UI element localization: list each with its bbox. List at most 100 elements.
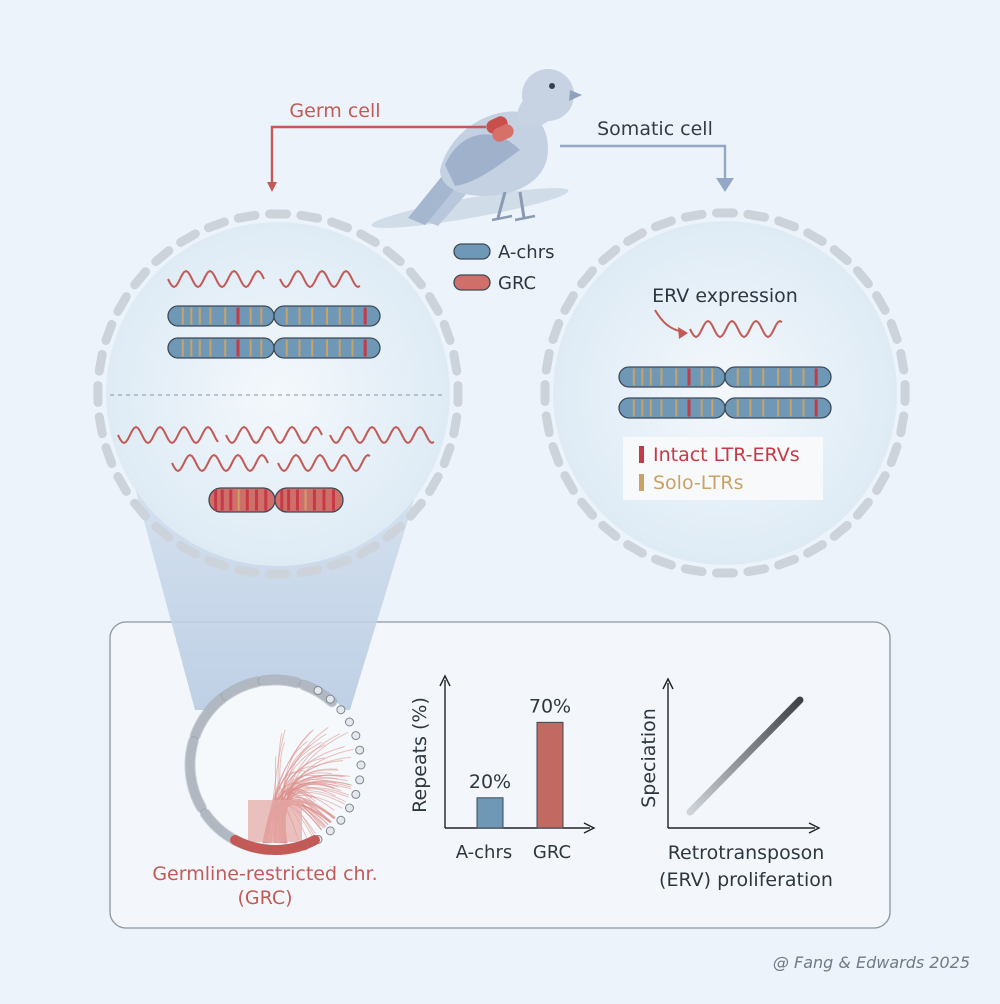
solo-ltr-band [749,400,751,417]
intact-ltr-erv-band [364,308,367,325]
solo-ltr-band [737,400,739,417]
legend-swatch-intact-ltr-ervs [639,446,644,463]
membrane-segment [712,569,738,578]
membrane-segment [449,412,462,439]
solo-ltr-band [762,400,764,417]
solo-ltr-band [311,308,313,325]
solo-ltr-band [286,308,288,325]
solo-ltr-band [641,400,643,417]
chromosome-arm [619,367,725,387]
legend-label-intact-ltr-ervs: Intact LTR-ERVs [653,444,800,466]
membrane-segment [94,381,103,407]
solo-ltr-band [260,308,262,325]
solo-ltr-band [675,400,677,417]
solo-ltr-band [711,369,713,386]
intact-ltr-erv-band [236,340,239,357]
intact-ltr-erv-band [815,369,818,386]
genome-chromosome-outline [263,680,297,683]
intact-ltr-erv-band [687,400,690,417]
somatic-cell-circle: ERV expressionIntact LTR-ERVsSolo-LTRs [541,209,910,578]
somatic-cell-arrow [560,146,725,183]
intact-ltr-erv-band [296,490,299,511]
intact-ltr-erv-band [214,490,217,511]
solo-ltr-band [641,369,643,386]
intact-ltr-erv-band [255,490,258,511]
trend-chart-x-label-line1: Retrotransposon [668,842,825,864]
intact-ltr-erv-band [313,490,316,511]
legend-label-solo-ltrs: Solo-LTRs [653,472,743,494]
solo-ltr-band [311,340,313,357]
microchromosome-dot [356,776,364,784]
grc-label-line2: (GRC) [237,887,292,909]
germ-cell-label: Germ cell [289,100,380,122]
solo-ltr-band [326,340,328,357]
bar-a-chrs [477,798,503,828]
solo-ltr-band [762,369,764,386]
microchromosome-dot [326,827,334,835]
solo-ltr-band [260,340,262,357]
membrane-segment [896,411,909,438]
solo-ltr-band [224,308,226,325]
grc-link-bundle [248,800,302,842]
microchromosome-dot [357,761,365,769]
trend-chart-y-axis-label: Speciation [638,708,660,808]
membrane-segment [743,564,770,577]
solo-ltr-band [339,308,341,325]
solo-ltr-band [182,308,184,325]
solo-ltr-band [182,340,184,357]
intact-ltr-erv-band [236,308,239,325]
solo-ltr-band [633,400,635,417]
bird-illustration [370,69,582,235]
microchromosome-dot [352,790,360,798]
solo-ltr-band [190,308,192,325]
intact-ltr-erv-band [264,490,267,511]
solo-ltr-band [777,369,779,386]
solo-ltr-band [250,308,252,325]
solo-ltr-band [777,400,779,417]
microchromosome-dot [345,804,353,812]
membrane-segment [94,412,107,439]
solo-ltr-band [199,340,201,357]
somatic-arrow-head [716,178,734,192]
bar-data-label-a-chrs: 20% [469,771,511,793]
intact-ltr-erv-band [280,490,283,511]
microchromosome-dot [326,695,334,703]
membrane-segment [712,209,738,218]
solo-ltr-band [224,340,226,357]
solo-ltr-band [650,369,652,386]
intact-ltr-erv-band [322,490,325,511]
membrane-segment [896,348,909,375]
solo-ltr-band [701,400,703,417]
membrane-segment [454,381,463,407]
microchromosome-dot [352,732,360,740]
intact-ltr-erv-band [229,490,232,511]
intact-ltr-erv-band [246,490,249,511]
solo-ltr-band [701,369,703,386]
solo-ltr-band [633,369,635,386]
solo-ltr-band [339,340,341,357]
solo-ltr-band [209,308,211,325]
solo-ltr-band [209,340,211,357]
bar-category-a-chrs: A-chrs [456,842,513,863]
microchromosome-dot [337,706,345,714]
solo-ltr-band [711,400,713,417]
membrane-segment [541,411,554,438]
membrane-segment [94,349,107,376]
microchromosome-dot [314,687,322,695]
solo-ltr-band [250,340,252,357]
solo-ltr-band [802,369,804,386]
solo-ltr-band [737,369,739,386]
chromosome-arm [168,306,274,326]
solo-ltr-band [286,340,288,357]
grc-label-line1: Germline-restricted chr. [152,863,377,885]
trend-chart-x-label-line2: (ERV) proliferation [659,869,833,891]
solo-ltr-band [305,490,307,511]
bar-chart-y-axis-label: Repeats (%) [409,697,431,813]
intact-ltr-erv-band [221,490,224,511]
chromosome-arm [168,338,274,358]
solo-ltr-band [298,308,300,325]
solo-ltr-band [749,369,751,386]
intact-ltr-erv-band [815,400,818,417]
legend-swatch-solo-ltrs [639,474,644,491]
